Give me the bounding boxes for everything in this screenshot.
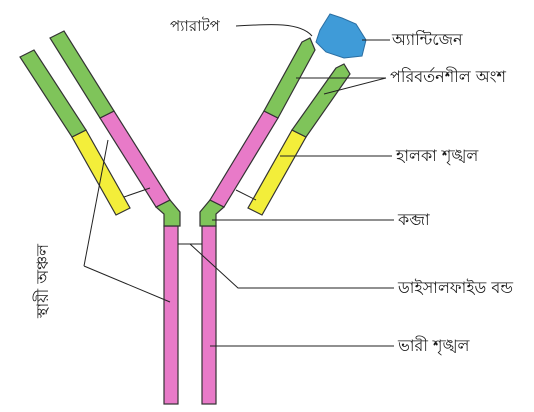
- disulfide-bond-right-light: [235, 189, 257, 201]
- label-disulfide-bond: ডাইসালফাইড বন্ড: [397, 278, 513, 297]
- label-constant-region: স্থায়ী অঞ্চল: [33, 243, 52, 319]
- heavy-chain-stem-left: [163, 225, 179, 405]
- disulfide-bond-left-light: [123, 187, 151, 198]
- leader-paratope: [235, 24, 313, 37]
- leader-disulfide: [189, 243, 394, 289]
- leader-constant-1: [83, 139, 109, 267]
- label-light-chain: হালকা শৃঙ্খল: [395, 146, 479, 165]
- label-hinge: কব্জা: [397, 210, 430, 229]
- label-heavy-chain: ভারী শৃঙ্খল: [397, 336, 471, 355]
- antigen-shape: [315, 13, 367, 59]
- variable-light-right: [291, 63, 351, 138]
- label-variable-region: পরিবর্তনশীল অংশ: [390, 67, 506, 86]
- variable-heavy-right: [263, 37, 316, 119]
- variable-heavy-left: [49, 30, 115, 119]
- label-antigen: অ্যান্টিজেন: [391, 30, 463, 49]
- variable-light-left: [19, 49, 87, 138]
- label-paratope: প্যারাটপ: [170, 17, 221, 35]
- leader-variable-2: [323, 77, 387, 95]
- leader-constant-2: [83, 265, 171, 303]
- heavy-chain-stem-right: [201, 225, 217, 405]
